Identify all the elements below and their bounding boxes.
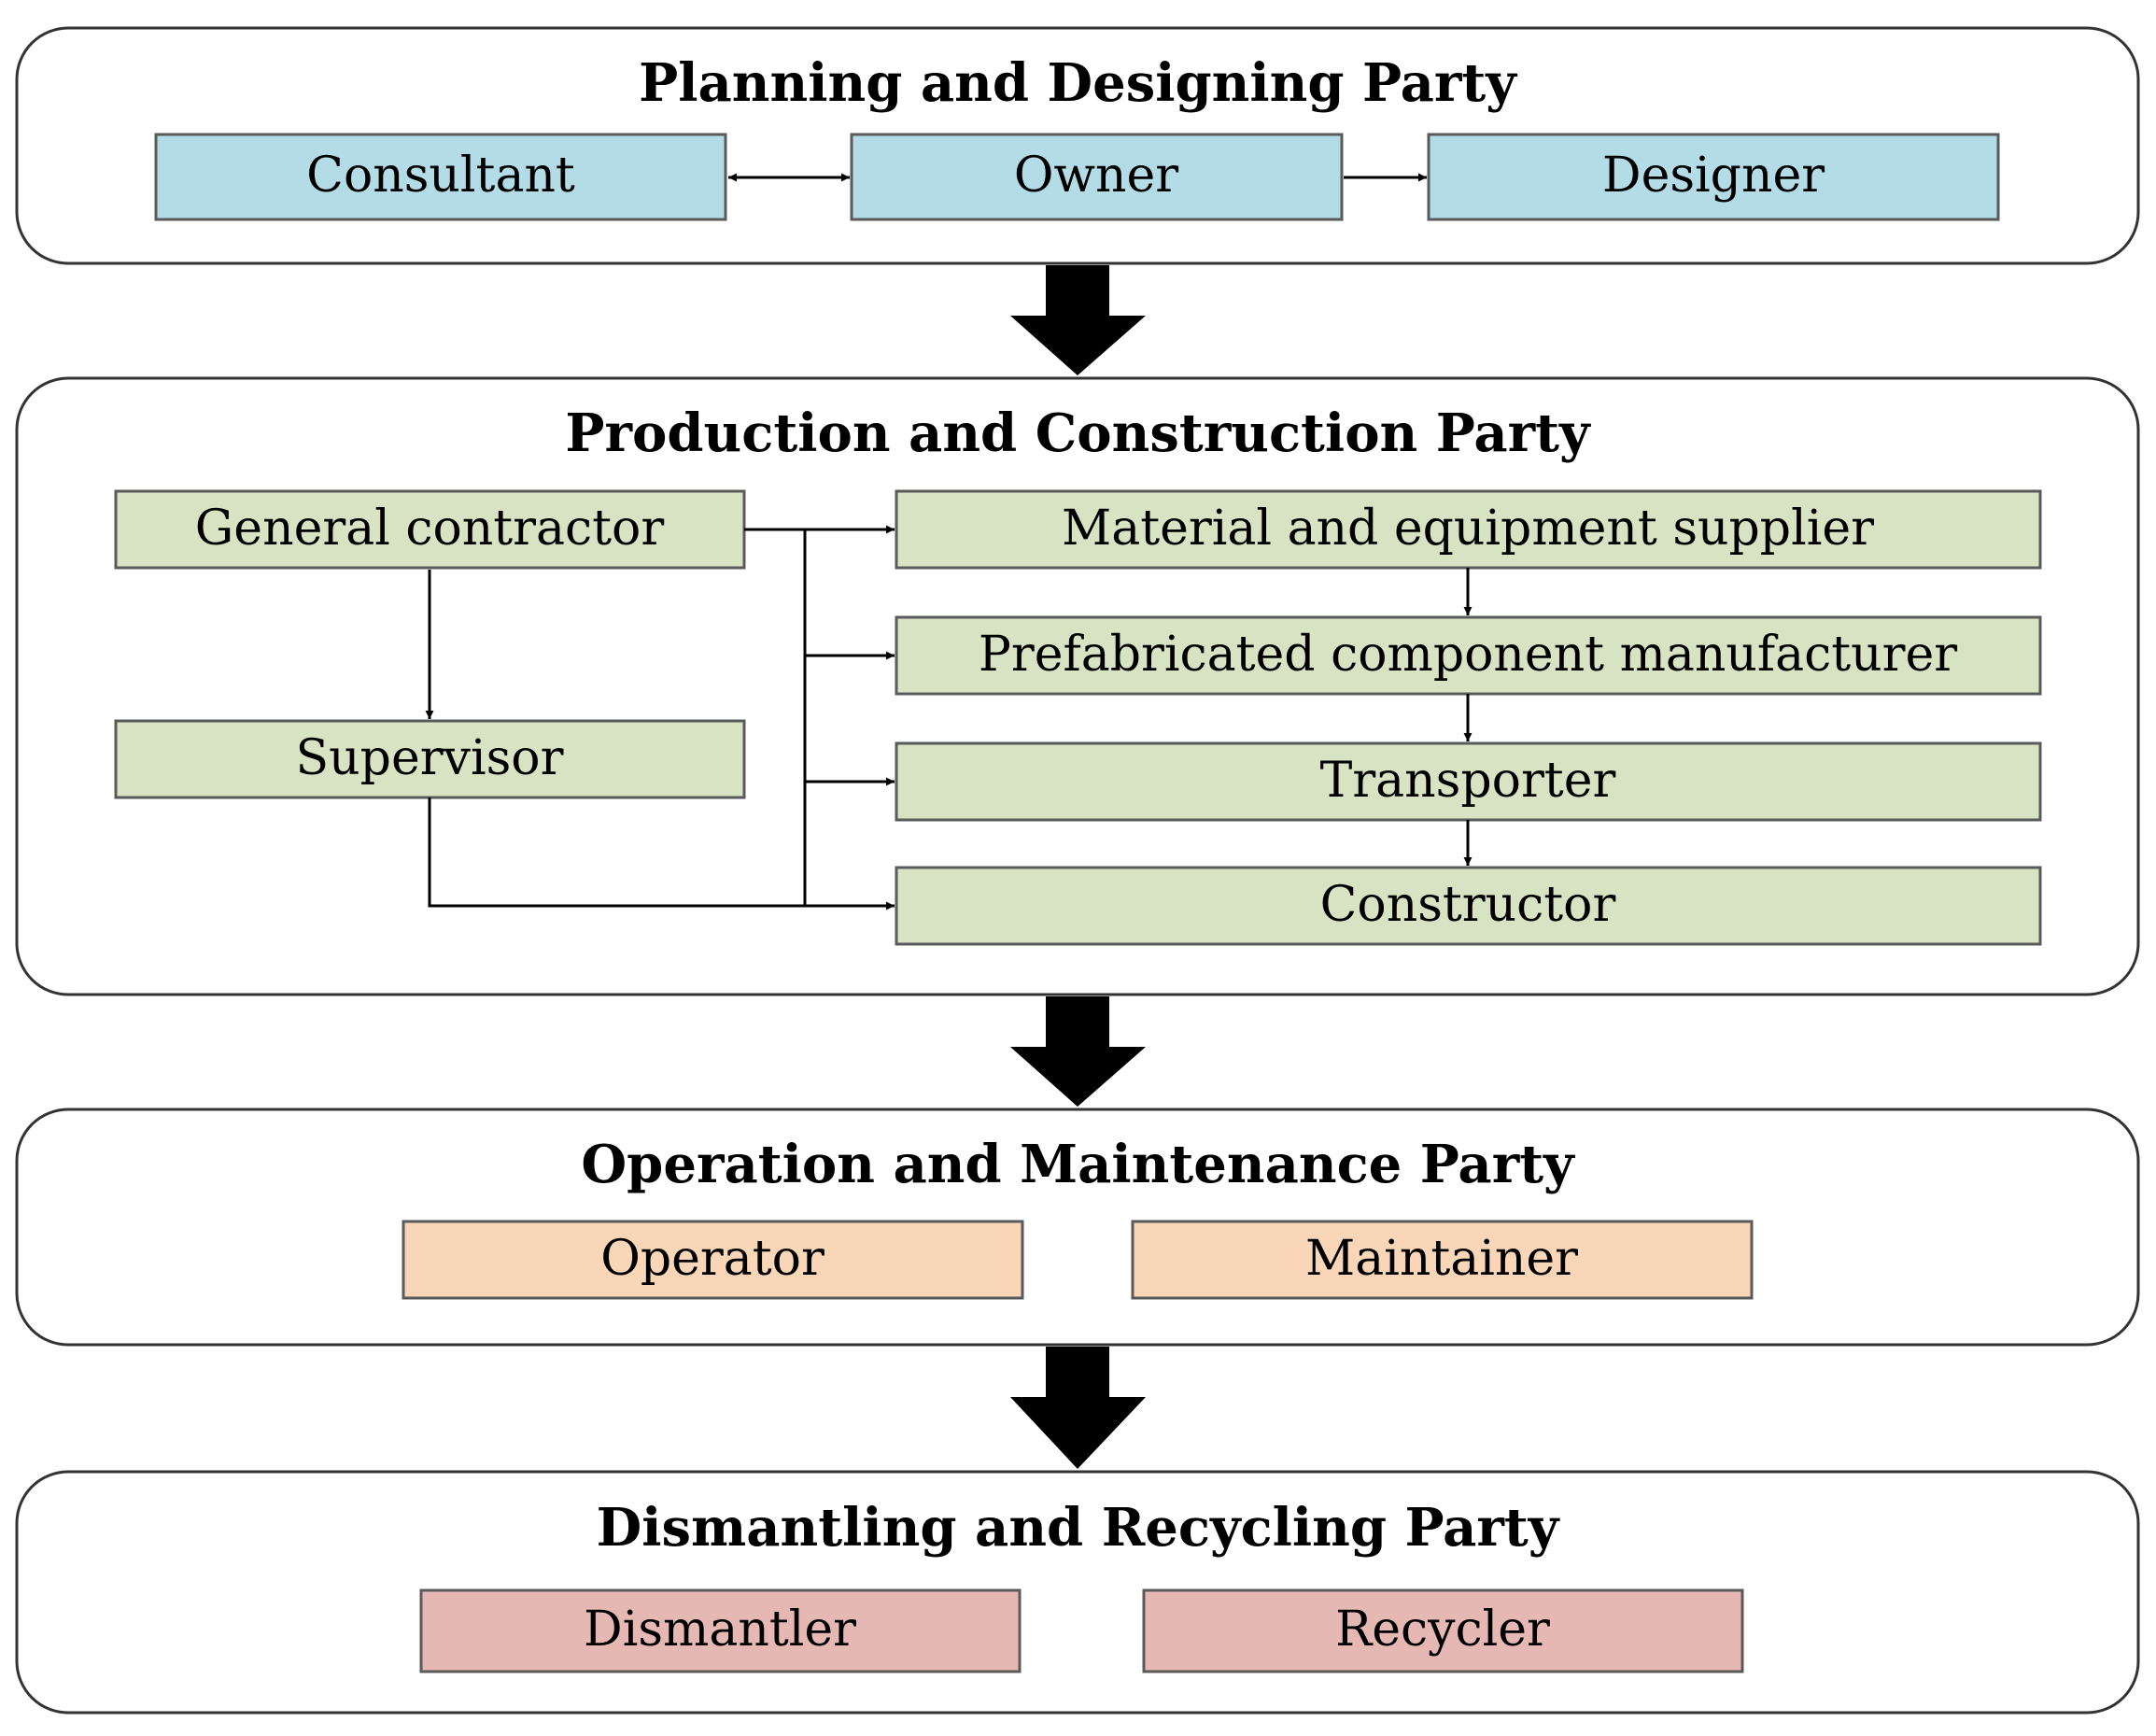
operator-node: Operator [402, 1220, 1024, 1300]
supervisor-node: Supervisor [114, 719, 746, 799]
recycler-node: Recycler [1142, 1588, 1744, 1673]
transporter-node: Transporter [895, 741, 2042, 822]
designer-label: Designer [1602, 148, 1825, 204]
material-supplier-label: Material and equipment supplier [1062, 501, 1874, 557]
operation-section-title: Operation and Maintenance Party [581, 1134, 1575, 1195]
material-supplier-node: Material and equipment supplier [895, 489, 2042, 570]
dismantler-label: Dismantler [584, 1602, 856, 1658]
supervisor-constructor-line [428, 797, 805, 908]
owner-node: Owner [850, 133, 1344, 221]
production-section-title: Production and Construction Party [565, 402, 1591, 464]
constructor-node: Constructor [895, 866, 2042, 946]
general-contractor-node: General contractor [114, 489, 746, 570]
designer-node: Designer [1427, 133, 2000, 221]
maintainer-label: Maintainer [1305, 1231, 1578, 1287]
operation-section: Operation and Maintenance Party Operator… [15, 1108, 2140, 1347]
maintainer-node: Maintainer [1131, 1220, 1754, 1300]
stage-arrow-3 [1010, 1347, 1146, 1469]
recycler-label: Recycler [1335, 1602, 1550, 1658]
stage-arrow-2 [1010, 996, 1146, 1107]
consultant-label: Consultant [306, 148, 575, 204]
planning-section: Planning and Designing Party Consultant … [15, 26, 2140, 265]
dismantling-section-title: Dismantling and Recycling Party [597, 1497, 1560, 1559]
prefab-manufacturer-node: Prefabricated component manufacturer [895, 615, 2042, 696]
general-contractor-label: General contractor [195, 501, 665, 557]
prefab-manufacturer-label: Prefabricated component manufacturer [979, 627, 1957, 683]
supervisor-label: Supervisor [296, 730, 564, 786]
constructor-label: Constructor [1320, 877, 1616, 933]
stage-arrow-1 [1010, 265, 1146, 375]
dismantler-node: Dismantler [419, 1588, 1022, 1673]
operator-label: Operator [600, 1231, 824, 1287]
consultant-node: Consultant [154, 133, 727, 221]
dismantling-section: Dismantling and Recycling Party Dismantl… [15, 1470, 2140, 1715]
owner-label: Owner [1014, 148, 1178, 204]
transporter-label: Transporter [1320, 753, 1616, 809]
planning-section-title: Planning and Designing Party [639, 52, 1517, 114]
production-section: Production and Construction Party Genera… [15, 376, 2140, 996]
